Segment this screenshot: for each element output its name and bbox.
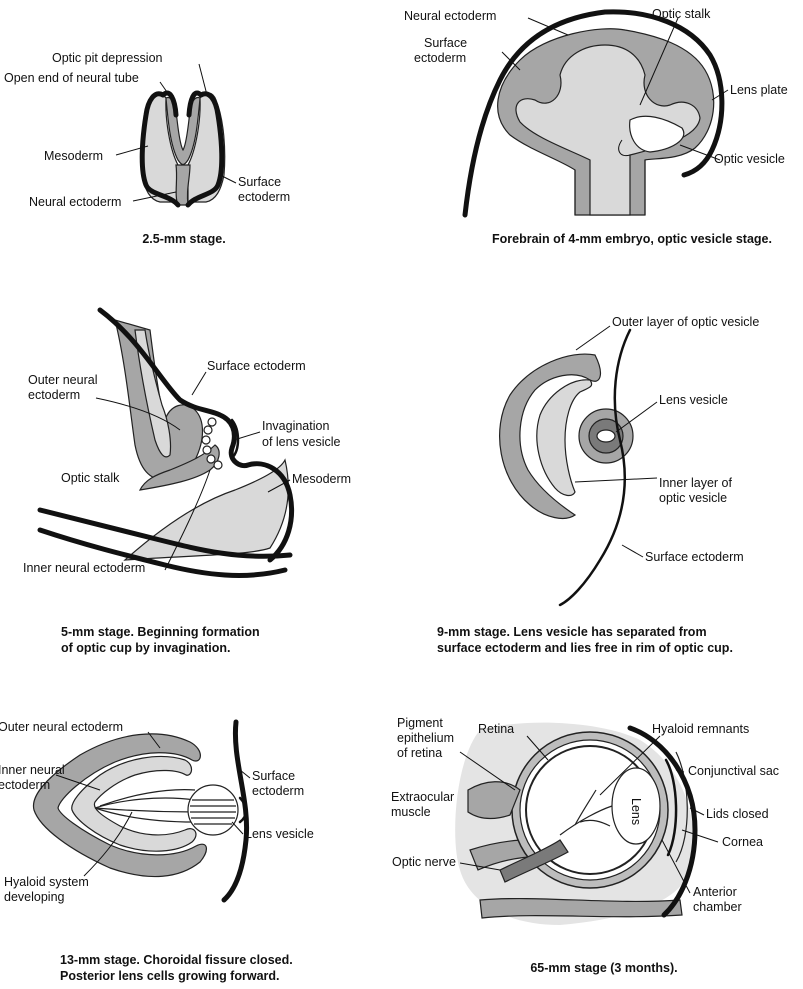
label-pigment-line2: epithelium (397, 731, 454, 745)
label-optic-nerve: Optic nerve (392, 855, 456, 869)
label-outer-neural-ectoderm: Outer neural ectoderm (0, 720, 123, 734)
label-inner-neural-line1: Inner neural (0, 763, 65, 777)
label-outer-neural-ectoderm-line1: Outer neural (28, 373, 97, 387)
panel-5mm-stage: Surface ectoderm Outer neural ectoderm I… (23, 310, 351, 655)
label-lens: Lens (629, 798, 643, 825)
panel-forebrain-4mm: Neural ectoderm Surface ectoderm Optic s… (404, 7, 788, 246)
label-surface-ectoderm-line2: ectoderm (252, 784, 304, 798)
panel5-illustration (33, 722, 250, 900)
panel4-illustration (500, 326, 657, 605)
label-hyaloid-remnants: Hyaloid remnants (652, 722, 749, 736)
lens-vesicle-13mm (188, 785, 238, 835)
label-surface-ectoderm: Surface ectoderm (645, 550, 744, 564)
label-surface-ectoderm-line1: Surface (424, 36, 467, 50)
label-anterior-line1: Anterior (693, 885, 737, 899)
lens-vesicle-lumen (597, 430, 615, 442)
caption-2-5mm-stage: 2.5-mm stage. (142, 232, 225, 246)
caption-13mm-line1: 13-mm stage. Choroidal fissure closed. (60, 953, 293, 967)
caption-5mm-line1: 5-mm stage. Beginning formation (61, 625, 260, 639)
label-surface-ectoderm-line2: ectoderm (238, 190, 290, 204)
label-mesoderm: Mesoderm (44, 149, 103, 163)
panel1-illustration (116, 64, 236, 205)
panel2-illustration (465, 12, 728, 215)
caption-9mm-line1: 9-mm stage. Lens vesicle has separated f… (437, 625, 707, 639)
label-optic-stalk: Optic stalk (61, 471, 120, 485)
label-optic-vesicle: Optic vesicle (714, 152, 785, 166)
label-outer-neural-ectoderm-line2: ectoderm (28, 388, 80, 402)
label-hyaloid-line2: developing (4, 890, 65, 904)
panel-65mm-stage: Pigment epithelium of retina Retina Hyal… (391, 716, 779, 975)
label-inner-layer-line1: Inner layer of (659, 476, 732, 490)
label-cornea: Cornea (722, 835, 763, 849)
caption-forebrain-4mm: Forebrain of 4-mm embryo, optic vesicle … (492, 232, 772, 246)
label-invagination-line1: Invagination (262, 419, 329, 433)
label-anterior-line2: chamber (693, 900, 742, 914)
panel6-illustration (455, 723, 718, 925)
label-conjunctival-sac: Conjunctival sac (688, 764, 779, 778)
label-neural-ectoderm: Neural ectoderm (29, 195, 121, 209)
label-neural-ectoderm: Neural ectoderm (404, 9, 496, 23)
label-optic-stalk: Optic stalk (652, 7, 711, 21)
panel-9mm-stage: Outer layer of optic vesicle Lens vesicl… (437, 315, 759, 655)
caption-13mm-line2: Posterior lens cells growing forward. (60, 969, 280, 983)
label-hyaloid-line1: Hyaloid system (4, 875, 89, 889)
label-lens-vesicle: Lens vesicle (245, 827, 314, 841)
label-surface-ectoderm-line2: ectoderm (414, 51, 466, 65)
label-lens-plate: Lens plate (730, 83, 788, 97)
label-lens-vesicle: Lens vesicle (659, 393, 728, 407)
label-inner-neural-ectoderm: Inner neural ectoderm (23, 561, 145, 575)
label-lids-closed: Lids closed (706, 807, 769, 821)
label-optic-pit-depression: Optic pit depression (52, 51, 163, 65)
label-surface-ectoderm: Surface ectoderm (207, 359, 306, 373)
caption-5mm-line2: of optic cup by invagination. (61, 641, 230, 655)
label-outer-layer-optic-vesicle: Outer layer of optic vesicle (612, 315, 759, 329)
label-mesoderm: Mesoderm (292, 472, 351, 486)
caption-65mm: 65-mm stage (3 months). (530, 961, 677, 975)
label-pigment-line3: of retina (397, 746, 442, 760)
label-surface-ectoderm-line1: Surface (238, 175, 281, 189)
label-retina: Retina (478, 722, 514, 736)
label-open-end-neural-tube: Open end of neural tube (4, 71, 139, 85)
label-pigment-line1: Pigment (397, 716, 443, 730)
label-invagination-line2: of lens vesicle (262, 435, 341, 449)
panel-13mm-stage: Outer neural ectoderm Inner neural ectod… (0, 720, 314, 983)
label-inner-layer-line2: optic vesicle (659, 491, 727, 505)
label-surface-ectoderm-line1: Surface (252, 769, 295, 783)
caption-9mm-line2: surface ectoderm and lies free in rim of… (437, 641, 733, 655)
label-extraocular-line1: Extraocular (391, 790, 454, 804)
panel-2-5mm-stage: Optic pit depression Open end of neural … (4, 51, 290, 246)
panel3-illustration (40, 310, 292, 575)
label-inner-neural-line2: ectoderm (0, 778, 50, 792)
label-extraocular-line2: muscle (391, 805, 431, 819)
